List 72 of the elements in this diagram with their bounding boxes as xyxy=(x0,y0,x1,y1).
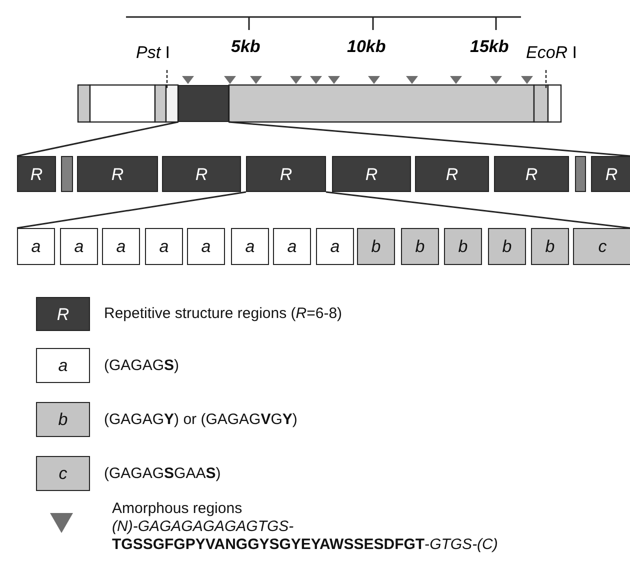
repeat-domain-segment xyxy=(178,85,229,122)
motif-box xyxy=(60,228,98,265)
region-letter: R xyxy=(56,306,70,322)
region-letter: R xyxy=(525,166,538,182)
repeat-region-box xyxy=(162,156,241,192)
region-letter: c xyxy=(598,238,607,255)
expansion-line xyxy=(16,191,246,229)
region-letter: b xyxy=(458,238,468,255)
region-letter: a xyxy=(245,238,255,255)
motif-box xyxy=(573,228,630,265)
motif-box xyxy=(231,228,269,265)
region-letter: a xyxy=(159,238,169,255)
repeat-region-box xyxy=(332,156,411,192)
region-letter: a xyxy=(116,238,126,255)
region-letter: R xyxy=(111,166,124,182)
motif-box xyxy=(145,228,183,265)
region-letter: a xyxy=(31,238,41,255)
repeat-region-box xyxy=(77,156,158,192)
region-letter: b xyxy=(502,238,512,255)
motif-box xyxy=(273,228,311,265)
scale-label: 15kb xyxy=(470,38,509,55)
region-letter: a xyxy=(287,238,297,255)
repeat-region-box xyxy=(246,156,326,192)
legend-text: Amorphous regions xyxy=(112,500,244,518)
expansion-line xyxy=(228,121,630,157)
motif-box xyxy=(357,228,395,265)
legend-text: (GAGAGSGAAS) xyxy=(104,465,221,483)
region-letter: a xyxy=(58,357,68,374)
repeat-region-box xyxy=(17,156,56,192)
repeat-region-box xyxy=(415,156,489,192)
legend-text: (GAGAGS) xyxy=(104,357,180,375)
legend-sample-box xyxy=(36,348,90,383)
motif-box xyxy=(187,228,225,265)
scale-label: 10kb xyxy=(347,38,386,55)
region-letter: c xyxy=(58,465,68,482)
region-letter: a xyxy=(74,238,84,255)
region-letter: R xyxy=(30,166,43,182)
motif-box xyxy=(316,228,354,265)
sequence-text: (N)-GAGAGAGAGAGTGS- xyxy=(112,518,295,536)
region-letter: a xyxy=(330,238,340,255)
region-letter: a xyxy=(201,238,211,255)
region-letter: b xyxy=(371,238,381,255)
legend-sample-box xyxy=(36,402,90,437)
motif-box xyxy=(401,228,439,265)
region-letter: b xyxy=(545,238,555,255)
legend-text: Repetitive structure regions (R=6-8) xyxy=(104,305,342,323)
legend-text: (GAGAGY) or (GAGAGVGY) xyxy=(104,411,298,429)
region-letter: b xyxy=(58,411,68,428)
expansion-line xyxy=(16,121,178,157)
motif-box xyxy=(17,228,55,265)
region-letter: R xyxy=(365,166,378,182)
region-letter: R xyxy=(605,166,618,182)
restriction-site-label: Pst I xyxy=(136,44,170,61)
region-letter: R xyxy=(280,166,292,182)
region-letter: R xyxy=(446,166,458,182)
motif-box xyxy=(488,228,526,265)
restriction-site-label: EcoR I xyxy=(526,44,578,61)
spacer-segment-box xyxy=(61,156,73,192)
legend-sample-box xyxy=(36,456,90,491)
region-letter: R xyxy=(195,166,208,182)
legend-sample-box xyxy=(36,297,90,331)
triangle-icon xyxy=(50,513,73,533)
region-letter: b xyxy=(415,238,425,255)
motif-box xyxy=(531,228,569,265)
repeat-region-box xyxy=(591,156,630,192)
motif-box xyxy=(102,228,140,265)
expansion-line xyxy=(326,191,630,229)
repeat-region-box xyxy=(494,156,569,192)
scale-label: 5kb xyxy=(231,38,260,55)
spacer-segment-box xyxy=(575,156,586,192)
sequence-text: TGSSGFGPYVANGGYSGYEYAWSSESDFGT-GTGS-(C) xyxy=(112,536,498,554)
motif-box xyxy=(444,228,482,265)
